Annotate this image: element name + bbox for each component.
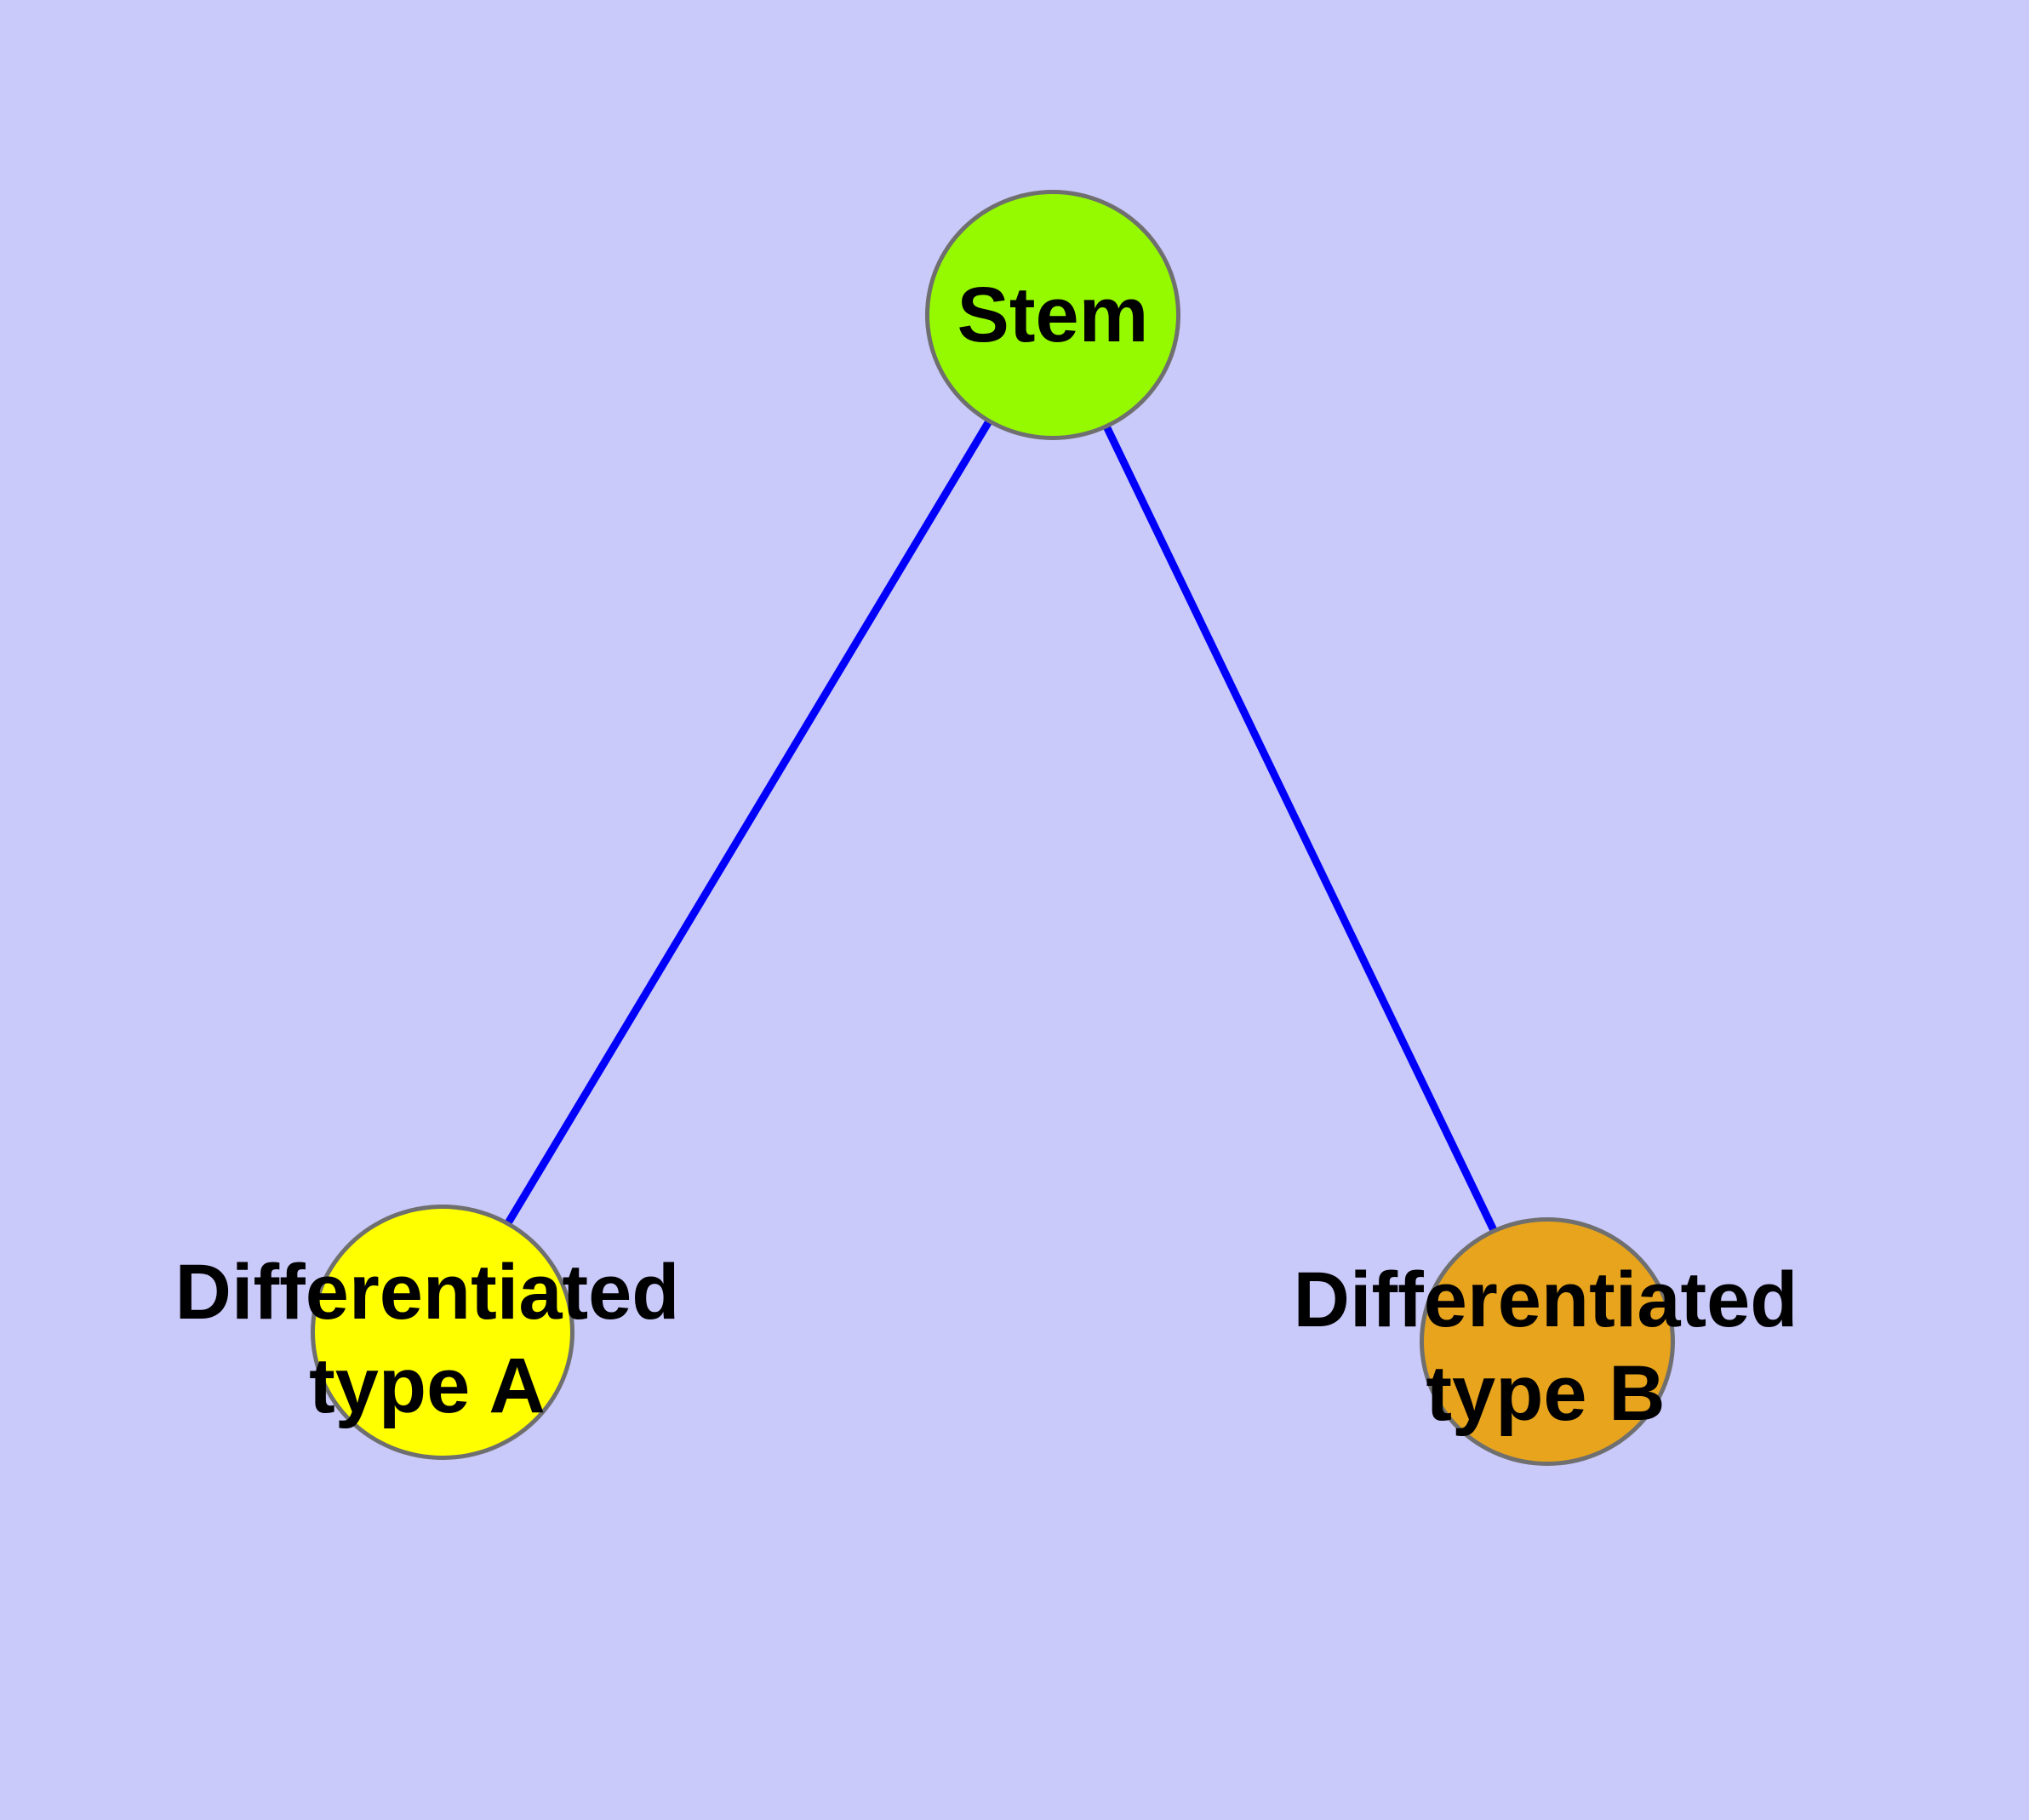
label-a-line2: type A — [309, 1342, 546, 1429]
edge-stem-to-type-b — [1049, 313, 1552, 1343]
label-a-line1: Differentiated — [174, 1249, 680, 1336]
label-b-line1: Differentiated — [1293, 1256, 1798, 1343]
node-differentiated-type-b-label: Differentiated type B — [1294, 1253, 1798, 1440]
node-stem-label: Stem — [957, 272, 1149, 358]
label-b-line2: type B — [1426, 1350, 1666, 1437]
node-stem[interactable]: Stem — [925, 190, 1180, 440]
node-differentiated-type-a-label: Differentiated type A — [175, 1245, 680, 1433]
node-differentiated-type-b[interactable] — [1420, 1217, 1675, 1466]
edge-stem-to-type-a — [439, 312, 1056, 1335]
node-differentiated-type-a[interactable] — [311, 1205, 574, 1460]
